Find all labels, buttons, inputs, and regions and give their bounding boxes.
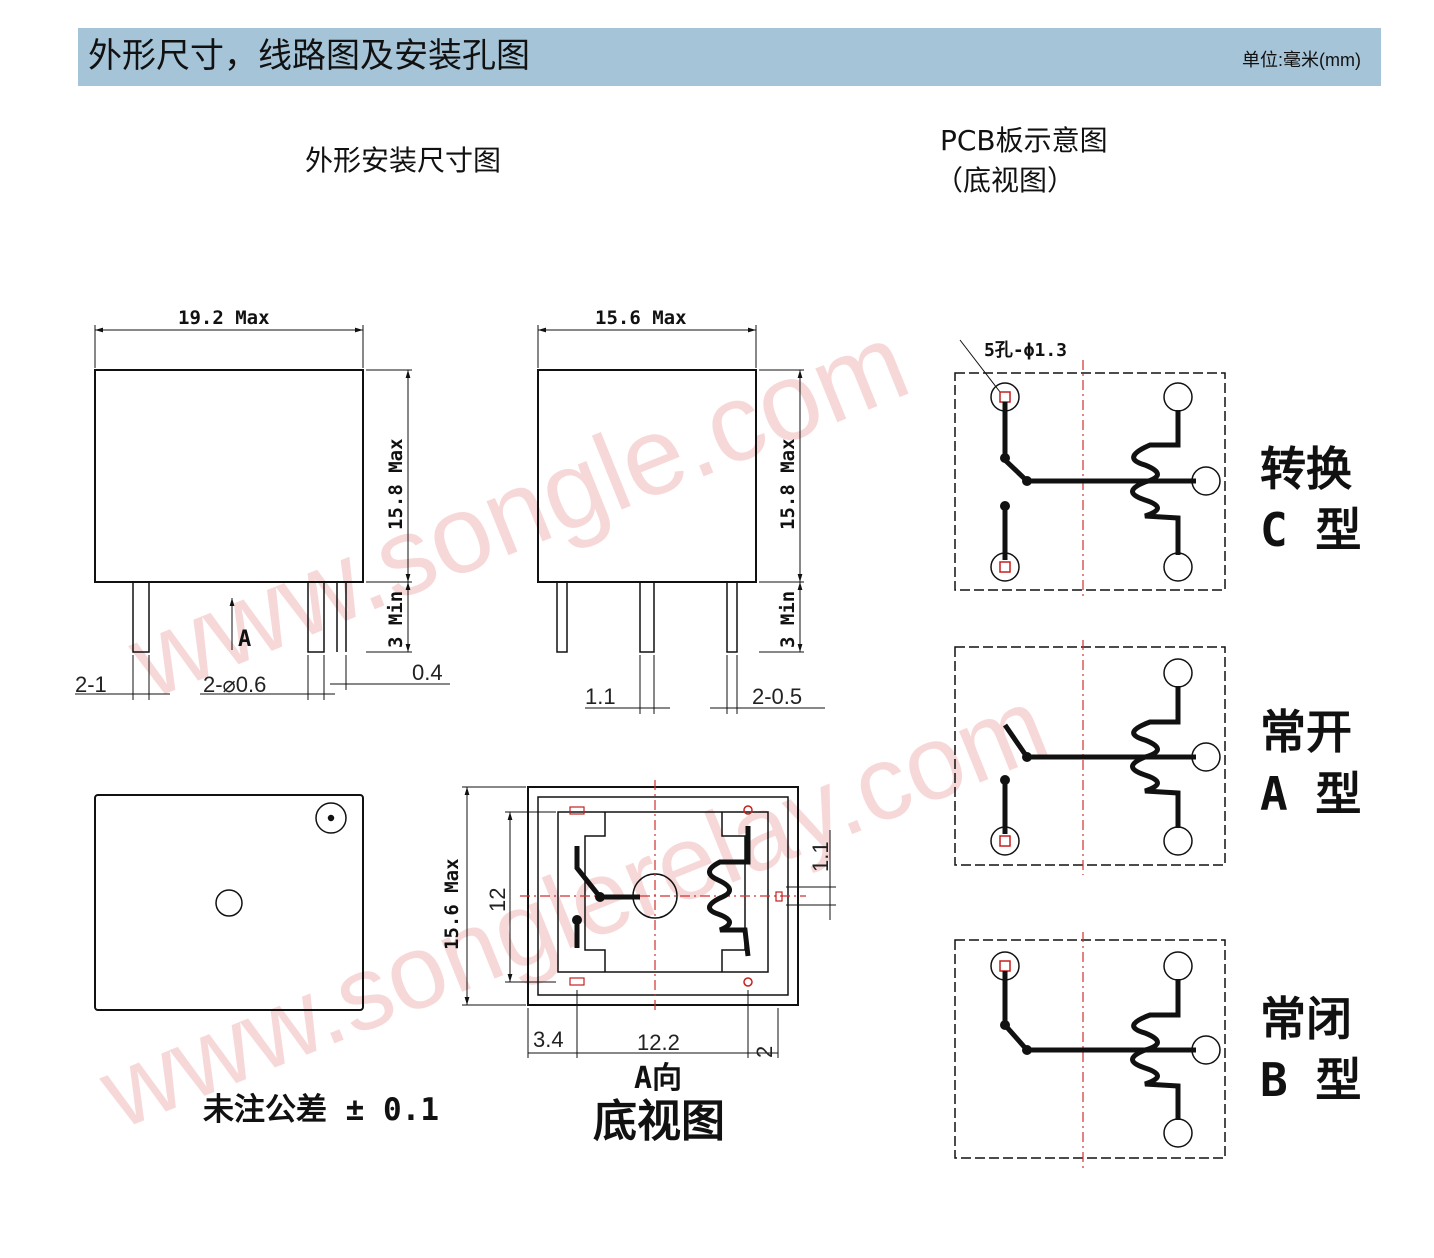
watermark-2: www.songlerelay.com: [84, 665, 1063, 1151]
dim-bottom-2: 2: [752, 1046, 777, 1058]
type-a-line1: 常开: [1260, 705, 1352, 759]
dim-bottom-12-2: 12.2: [637, 1030, 680, 1055]
pcb-caption-line1: PCB板示意图: [940, 124, 1108, 157]
dim-front-width: 19.2 Max: [178, 307, 270, 329]
type-b-line2: B 型: [1260, 1053, 1361, 1107]
dim-bottom-height: 15.6 Max: [441, 858, 463, 950]
dim-front-pin-length: 3 Min: [385, 591, 407, 648]
pcb-a-type: [954, 640, 1226, 875]
dim-pin-0-4: 0.4: [412, 660, 443, 685]
pcb-b-type: [954, 932, 1226, 1168]
type-b-line1: 常闭: [1260, 992, 1352, 1046]
dim-side-width: 15.6 Max: [595, 307, 687, 329]
side-view: [537, 325, 825, 714]
bottom-view-direction: A向: [634, 1061, 682, 1096]
arrow-a-label: A: [238, 627, 251, 652]
dim-pin-1-1: 1.1: [585, 684, 616, 709]
bottom-view-caption: 底视图: [593, 1096, 725, 1147]
header-bar: 外形尺寸，线路图及安装孔图 单位:毫米(mm): [78, 28, 1381, 86]
dim-side-height: 15.8 Max: [777, 438, 799, 530]
dim-pin-2-1: 2-1: [75, 672, 107, 697]
type-c-line1: 转换: [1260, 442, 1352, 496]
dim-pin-2-0-5: 2-0.5: [752, 684, 802, 709]
type-a-line2: A 型: [1260, 767, 1361, 821]
watermark-1: www.songle.com: [112, 299, 924, 723]
dim-bottom-12: 12: [485, 888, 510, 912]
pcb-caption-line2: （底视图）: [935, 164, 1075, 197]
dim-front-height: 15.8 Max: [385, 438, 407, 530]
dim-side-pin-length: 3 Min: [777, 591, 799, 648]
pcb-c-type: [954, 360, 1226, 600]
holes-label: 5孔-ϕ1.3: [984, 340, 1067, 361]
dim-bottom-3-4: 3.4: [533, 1027, 564, 1052]
tolerance-note: 未注公差 ± 0.1: [203, 1092, 439, 1128]
dim-bottom-1-1: 1.1: [808, 841, 833, 872]
type-c-line2: C 型: [1260, 503, 1361, 557]
unit-label: 单位:毫米(mm): [1242, 50, 1361, 70]
outline-caption: 外形安装尺寸图: [305, 144, 501, 177]
top-view: [94, 794, 364, 1011]
bottom-view: [462, 780, 836, 1058]
page-title: 外形尺寸，线路图及安装孔图: [88, 36, 530, 76]
front-view: [75, 325, 450, 700]
dim-pin-diameter: 2-⌀0.6: [203, 672, 266, 697]
